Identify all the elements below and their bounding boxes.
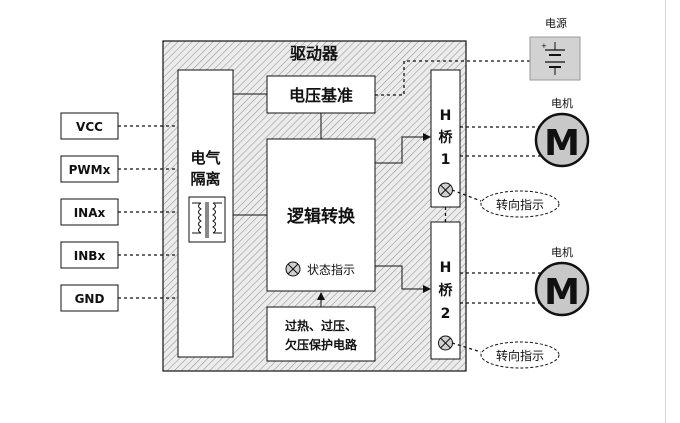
direction-indicator-1-icon [438, 182, 453, 198]
input-gnd: GND [60, 284, 119, 312]
input-pwmx-label: PWMx [69, 163, 111, 177]
input-gnd-label: GND [75, 292, 105, 306]
isolation-label-2: 隔离 [190, 170, 220, 188]
internal-connectors [233, 93, 431, 307]
status-label: 状态指示 [307, 262, 355, 277]
isolation-label-1: 电气 [190, 149, 220, 167]
input-vcc-label: VCC [76, 120, 103, 134]
h-bridge-1-h: H [440, 108, 452, 124]
h-bridge-1-qiao: 桥 [439, 129, 454, 146]
reference-label: 电压基准 [289, 86, 353, 105]
status-indicator-icon [285, 261, 301, 277]
transformer-icon [188, 196, 226, 243]
logic-block [266, 138, 376, 292]
input-inbx: INBx [60, 241, 119, 269]
h-bridge-2-qiao: 桥 [439, 282, 454, 299]
power-label: 电源 [545, 16, 567, 30]
protection-label-2: 欠压保护电路 [285, 337, 358, 352]
input-inbx-label: INBx [74, 249, 106, 263]
svg-text:+: + [541, 42, 547, 50]
input-connectors [118, 125, 178, 299]
external-connectors [375, 60, 540, 353]
motor-2-label: 电机 [551, 245, 573, 259]
logic-label: 逻辑转换 [287, 206, 356, 227]
direction-indicator-2-icon [438, 335, 453, 351]
protection-block [266, 306, 376, 362]
motor-1: M [534, 112, 590, 168]
input-inax-label: INAx [74, 206, 106, 220]
motor-2-letter: M [544, 272, 580, 313]
direction-label-1: 转向指示 [480, 190, 560, 218]
h-bridge-2-h: H [440, 260, 452, 276]
motor-1-letter: M [544, 123, 580, 164]
h-bridge-2-number: 2 [441, 306, 451, 322]
page-edge-line [665, 0, 666, 423]
direction-label-2: 转向指示 [480, 341, 560, 369]
motor-2: M [534, 261, 590, 317]
direction-label-1-text: 转向指示 [496, 197, 544, 212]
motor-1-label: 电机 [551, 96, 573, 110]
input-pwmx: PWMx [60, 155, 119, 183]
battery-icon: + [529, 36, 581, 81]
h-bridge-1-number: 1 [441, 152, 451, 168]
input-vcc: VCC [60, 112, 119, 140]
protection-label-1: 过热、过压、 [285, 318, 357, 333]
reference-block [266, 75, 376, 114]
input-inax: INAx [60, 198, 119, 226]
driver-title: 驱动器 [290, 44, 339, 63]
direction-label-2-text: 转向指示 [496, 348, 544, 363]
